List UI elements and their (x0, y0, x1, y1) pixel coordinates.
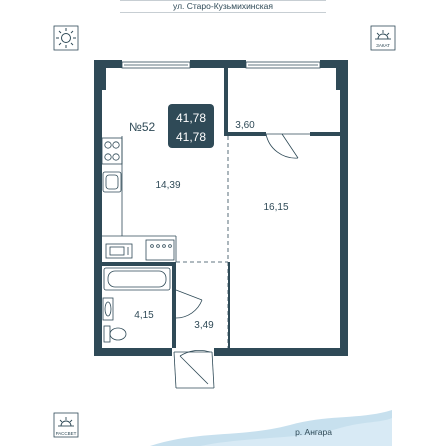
windows (121, 61, 321, 69)
loggia-area: 3,60 (235, 120, 255, 131)
room-dividers (176, 136, 229, 348)
microwave-icon (105, 243, 133, 259)
toilet-icon (103, 325, 127, 343)
sunrise-label: РАССВЕТ (56, 431, 77, 436)
room-area: 16,15 (263, 202, 288, 213)
river-label: р. Ангара (295, 427, 332, 437)
loggia-door (265, 133, 310, 159)
sun-icon (53, 25, 79, 51)
stove-icon (101, 137, 123, 165)
area-living: 41,78 (176, 130, 206, 144)
entrance-door (173, 350, 215, 389)
sink-icon (102, 171, 122, 193)
washbasin-icon (102, 297, 114, 321)
kitchen-area: 14,39 (155, 180, 180, 191)
apartment-number: №52 (129, 120, 156, 134)
bathroom-area: 4,15 (134, 310, 154, 321)
sunset-icon (370, 25, 396, 51)
hall-area: 3,49 (194, 320, 214, 331)
river-water-light (200, 418, 392, 446)
area-badge (168, 104, 214, 148)
bathtub-icon (103, 267, 171, 291)
cooktop-icon (145, 239, 175, 261)
interior-walls (102, 68, 344, 348)
plan-walls (94, 60, 348, 356)
street-label: ул. Старо-Кузьмихинская (173, 1, 273, 11)
sunrise-icon (53, 412, 79, 438)
sunset-label: ЗАКАТ (376, 43, 390, 48)
bathroom-door (175, 289, 203, 319)
area-total: 41,78 (176, 111, 206, 125)
